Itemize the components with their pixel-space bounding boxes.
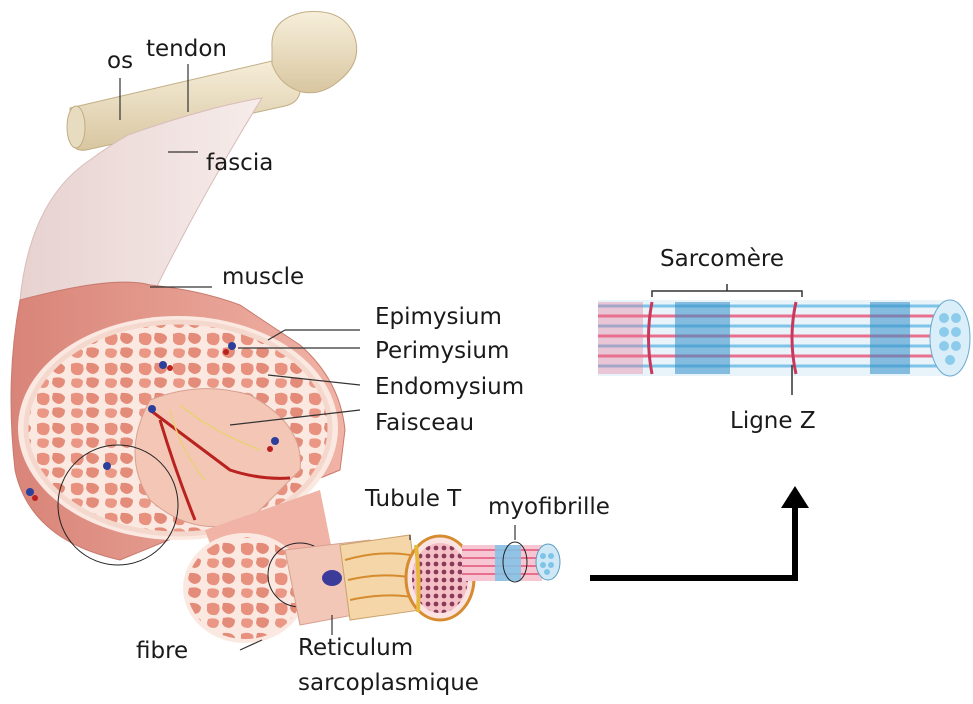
label-reticulum: Reticulum [298,637,413,660]
zoom-arrow [590,505,795,578]
arrow-head [781,486,809,508]
label-endomysium: Endomysium [375,376,524,399]
label-os: os [107,50,133,73]
sarcomere-illustration [598,284,970,395]
muscle-fibre [285,535,474,625]
myofibril-small [462,542,560,582]
label-epimysium: Epimysium [375,306,502,329]
label-sarcoplasmique: sarcoplasmique [298,672,479,695]
label-perimysium: Perimysium [375,340,509,363]
label-fascia: fascia [206,152,273,175]
label-tendon: tendon [146,38,227,61]
label-sarcomere: Sarcomère [660,248,784,271]
label-muscle: muscle [222,266,304,289]
label-fibre: fibre [136,640,188,663]
label-ligne-z: Ligne Z [730,410,816,433]
label-faisceau: Faisceau [375,412,474,435]
label-myofibrille: myofibrille [488,496,610,519]
label-tubule-t: Tubule T [365,488,461,511]
